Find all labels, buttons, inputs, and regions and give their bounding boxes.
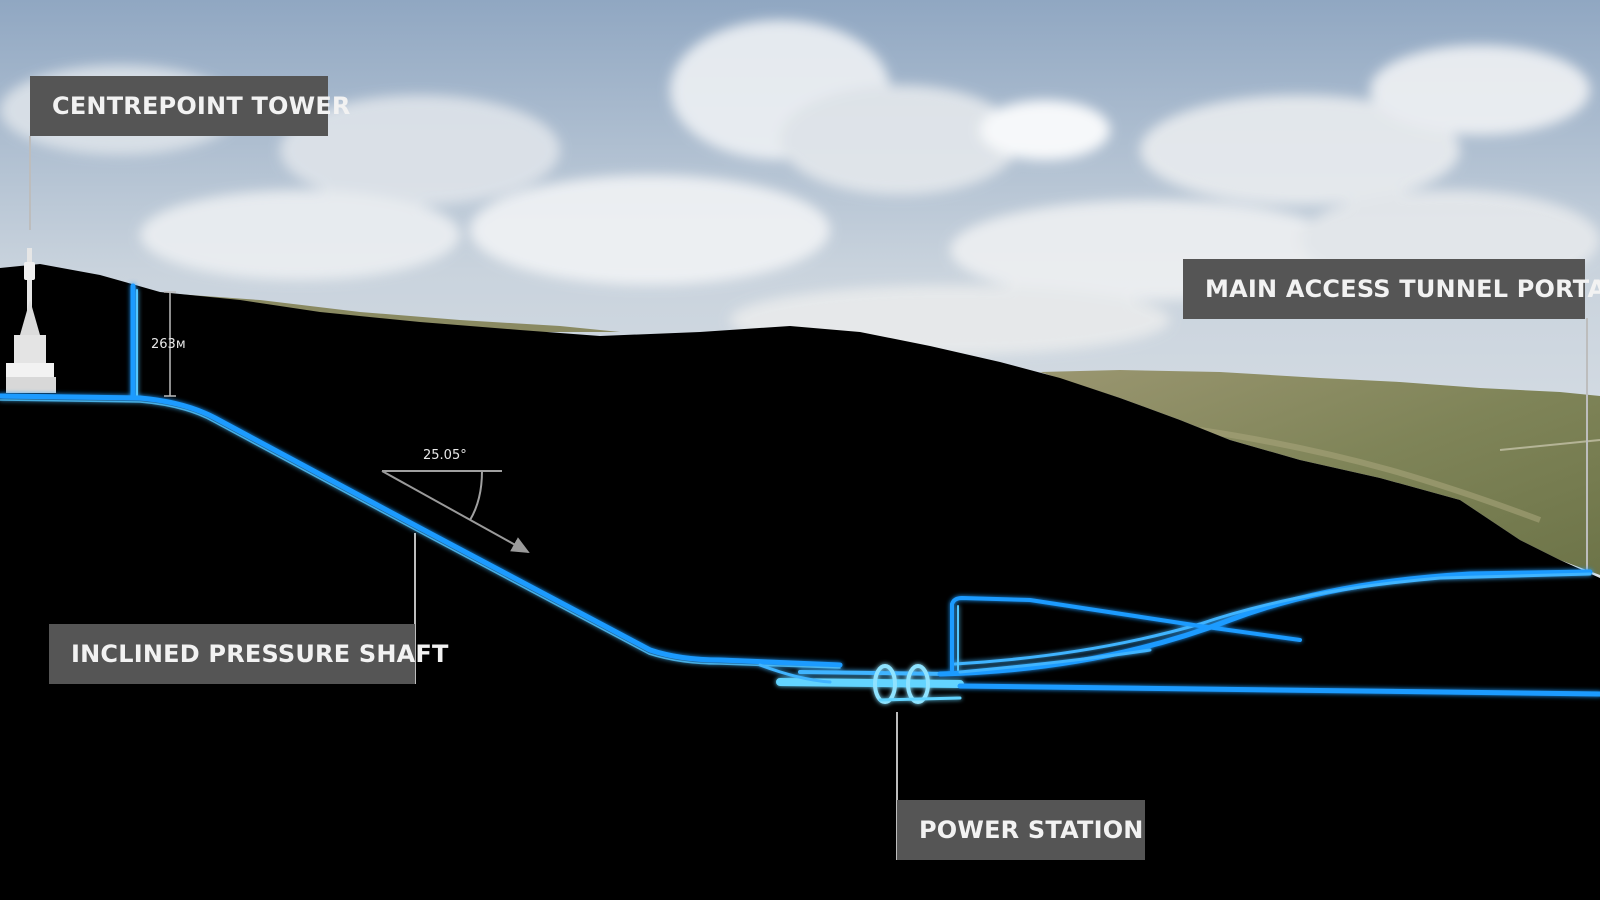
hillside-road: [1499, 439, 1600, 451]
height-dimension: [164, 291, 176, 397]
ground-section: [0, 264, 1600, 900]
hillside-right: [1040, 370, 1600, 575]
tailrace-tunnel: [957, 683, 1600, 697]
centrepoint-tower: [6, 248, 56, 393]
main-access-tunnel: [937, 569, 1593, 677]
label-centrepoint-tower: CENTREPOINT TOWER: [30, 76, 350, 136]
clouds: [0, 20, 1600, 355]
height-dimension-label: 263м: [151, 337, 186, 352]
tunnel-network: [0, 283, 1600, 704]
angle-indicator: [381, 470, 530, 553]
inclined-pressure-shaft: [0, 393, 843, 668]
angle-dimension-label: 25.05°: [423, 448, 467, 463]
distant-hill-left: [120, 290, 620, 332]
label-main-access-tunnel-portal: MAIN ACCESS TUNNEL PORTAL: [1183, 259, 1600, 319]
label-inclined-pressure-shaft: INCLINED PRESSURE SHAFT: [49, 624, 448, 684]
ventilation-tunnel: [950, 596, 1302, 672]
label-power-station: POWER STATION: [897, 800, 1145, 860]
hillside-detail: [1199, 427, 1542, 523]
power-station-cavern: [758, 663, 964, 704]
